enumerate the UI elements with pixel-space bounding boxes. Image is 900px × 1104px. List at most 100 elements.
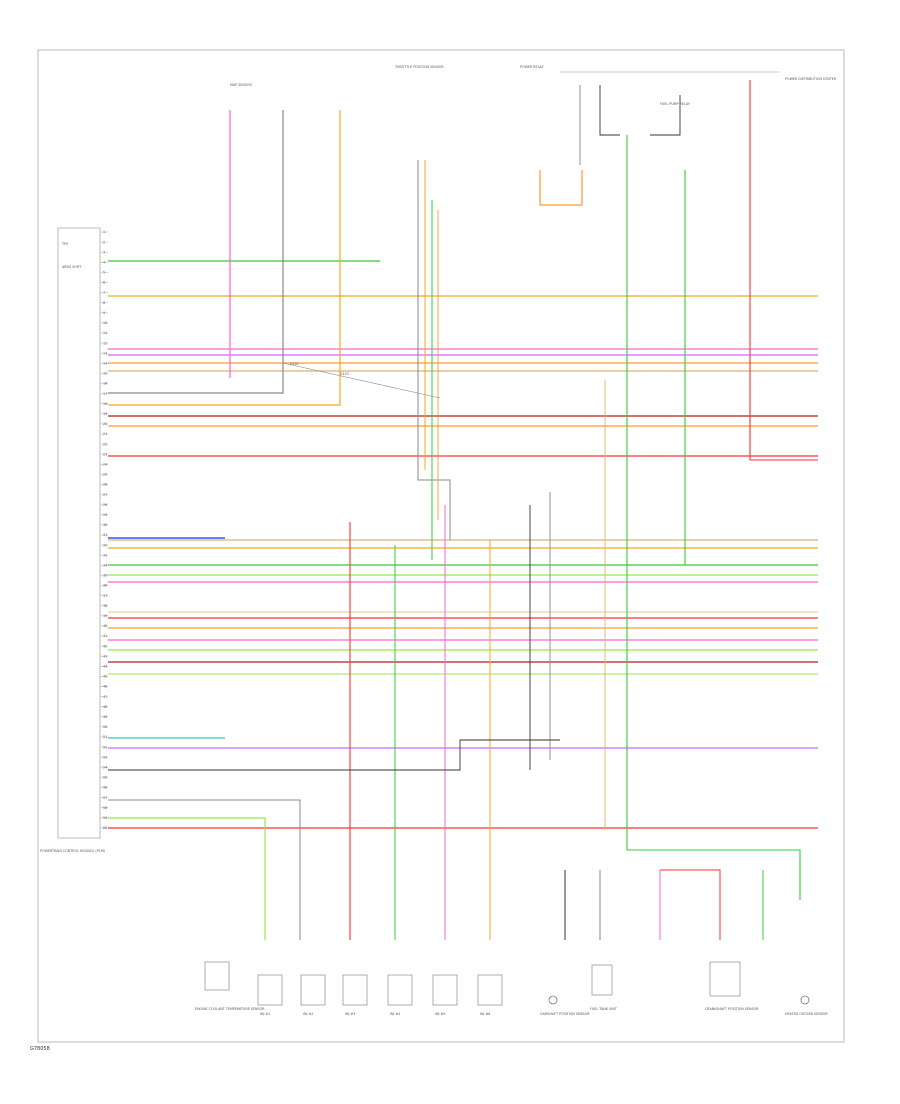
pcm-pin-number: 47 (103, 695, 107, 699)
pdc-label: POWER DISTRIBUTION CENTER (785, 77, 837, 81)
cam-sensor-label: CAMSHAFT POSITION SENSOR (540, 1012, 590, 1016)
pcm-pin-number: 44 (103, 665, 107, 669)
ground-g103-label: G103 (340, 372, 349, 376)
pcm-pin-number: 10 (103, 321, 107, 325)
injector-2-icon (300, 974, 326, 1006)
pcm-pin-number: 35 (103, 574, 107, 578)
pcm-pin-number: 9 (103, 311, 105, 315)
pcm-pin-number: 2 (103, 240, 105, 244)
relay-wire-3 (650, 95, 681, 136)
pcm-pin-number: 3 (103, 250, 105, 254)
pcm-pin-number: 42 (103, 644, 107, 648)
pcm-module-label: POWERTRAIN CONTROL MODULE (PCM) (40, 849, 105, 853)
pcm-pin-number: 41 (103, 634, 107, 638)
pcm-pin-number: 49 (103, 715, 107, 719)
pcm-pin-function-ards: ARDS SHIFT (62, 265, 83, 269)
pcm-pin-number: 25 (103, 473, 107, 477)
relay-wire-2 (599, 85, 620, 136)
relay-wire-red-long (749, 80, 818, 461)
wire-harness (108, 71, 818, 940)
wire-leader-g101 (282, 362, 441, 399)
pcm-pin-number: 38 (103, 604, 107, 608)
pcm-pin-number: 22 (103, 442, 107, 446)
pcm-pin-number: 11 (103, 331, 107, 335)
crank-sensor-icon (709, 961, 741, 997)
figure-ref: G78058 (30, 1046, 50, 1052)
injector-3-label: INJ #3 (345, 1012, 355, 1016)
injector-3-icon (342, 974, 368, 1006)
wire-crank-sensor (660, 869, 721, 940)
injector-6-icon (477, 974, 503, 1006)
pcm-pin-number: 1 (103, 230, 105, 234)
ground-g101-label: G101 (290, 362, 299, 366)
ect-sensor-label: ENGINE COOLANT TEMPERATURE SENSOR (195, 1007, 265, 1011)
fuel-tank-label: FUEL TANK UNIT (590, 1007, 618, 1011)
tps-label: THROTTLE POSITION SENSOR (394, 65, 444, 69)
wire-v-yellow-map (108, 110, 341, 406)
wire-v-gray-map (108, 110, 284, 394)
wire-v-gray-tps (417, 160, 451, 540)
wire-ect (108, 817, 266, 940)
relay-wire-green-2 (684, 170, 818, 566)
pcm-pin-number: 31 (103, 533, 107, 537)
pcm-pin-number: 46 (103, 685, 107, 689)
pcm-pin-number: 54 (103, 766, 107, 770)
pcm-pin-number: 48 (103, 705, 107, 709)
pcm-pin-number: 50 (103, 725, 107, 729)
pcm-pin-number: 6 (103, 281, 105, 285)
pcm-pin-number: 24 (103, 463, 107, 467)
crank-sensor-label: CRANKSHAFT POSITION SENSOR (705, 1007, 759, 1011)
pcm-pin-number: 32 (103, 543, 107, 547)
pcm-pin-function-tps: TPS (61, 242, 68, 246)
pcm-pin-number: 15 (103, 372, 107, 376)
pcm-pin-number: 43 (103, 654, 107, 658)
pcm-pin-number: 33 (103, 553, 107, 557)
pcm-pin-number: 53 (103, 755, 107, 759)
pcm-pin-number: 26 (103, 483, 107, 487)
pcm-pin-number: 56 (103, 786, 107, 790)
injector-1-icon (257, 974, 283, 1006)
pcm-pin-number: 60 (103, 826, 107, 830)
pcm-pin-number: 4 (103, 261, 105, 265)
pcm-pin-number: 13 (103, 351, 107, 355)
pcm-pin-number: 37 (103, 594, 107, 598)
relay-wire-orange-loop (539, 170, 583, 206)
wire-gnd-black (108, 739, 560, 771)
pcm-pin-number: 36 (103, 584, 107, 588)
pcm-pin-number: 17 (103, 392, 107, 396)
pcm-connector-outline (57, 227, 101, 839)
pcm-pin-number: 7 (103, 291, 105, 295)
injector-6-label: INJ #6 (480, 1012, 490, 1016)
cam-sensor-icon (548, 995, 558, 1005)
injector-4-label: INJ #4 (390, 1012, 400, 1016)
injector-4-icon (387, 974, 413, 1006)
pcm-pin-number: 8 (103, 301, 105, 305)
pcm-pins: 1234567891011121314151617181920212223242… (40, 230, 108, 853)
wire-injector-feed (108, 799, 301, 940)
o2-sensor-label: HEATED OXYGEN SENSOR (785, 1012, 828, 1016)
fuel-tank-icon (591, 964, 613, 996)
injector-2-label: INJ #2 (303, 1012, 313, 1016)
injector-1-label: INJ #1 (260, 1012, 270, 1016)
pcm-pin-number: 55 (103, 776, 107, 780)
pcm-pin-number: 51 (103, 735, 107, 739)
pcm-pin-number: 29 (103, 513, 107, 517)
pcm-pin-number: 30 (103, 523, 107, 527)
pcm-pin-number: 16 (103, 382, 107, 386)
pcm-pin-number: 57 (103, 796, 107, 800)
pcm-pin-number: 52 (103, 745, 107, 749)
relay-wire-green-long (626, 135, 801, 900)
map-sensor-label: MAP SENSOR (230, 83, 252, 87)
pcm-pin-number: 34 (103, 564, 107, 568)
pcm-pin-number: 23 (103, 452, 107, 456)
pcm-pin-number: 19 (103, 412, 107, 416)
o2-sensor-icon (800, 995, 810, 1005)
pcm-pin-number: 21 (103, 432, 107, 436)
pcm-pin-number: 27 (103, 493, 107, 497)
injector-5-icon (432, 974, 458, 1006)
pcm-pin-number: 14 (103, 362, 107, 366)
ect-sensor-icon (204, 961, 230, 991)
